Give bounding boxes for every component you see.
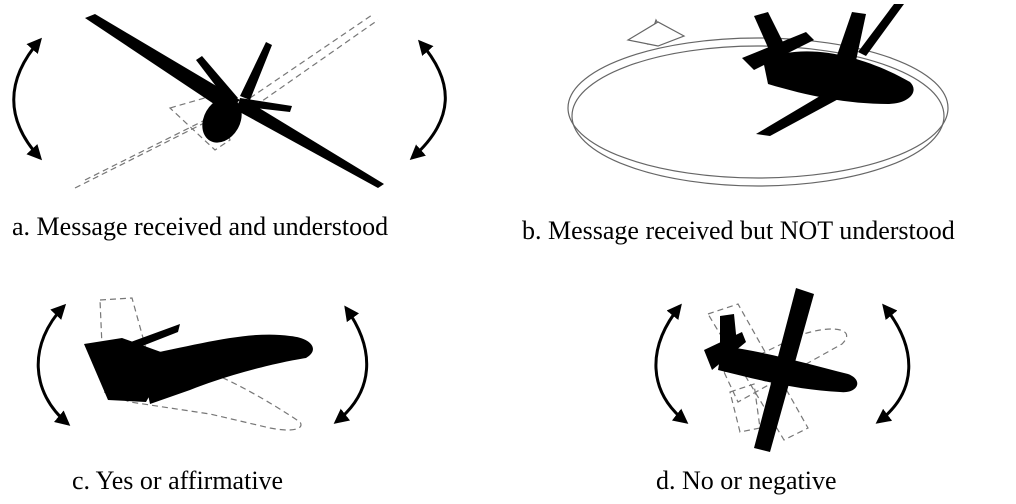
yaw-arrow-left [656, 306, 686, 422]
caption-message-received-understood: a. Message received and understood [12, 212, 388, 242]
caption-yes-affirmative: c. Yes or affirmative [72, 466, 283, 496]
aircraft-pitching-illustration [0, 252, 500, 462]
caption-message-received-not-understood: b. Message received but NOT understood [522, 216, 955, 246]
caption-no-negative: d. No or negative [656, 466, 837, 496]
rock-arrow-right [412, 42, 445, 158]
panel-message-received-not-understood: b. Message received but NOT understood [508, 0, 1016, 250]
aircraft-yawing-illustration [508, 252, 1016, 462]
solid-aircraft [704, 288, 857, 452]
yaw-arrow-right [878, 306, 909, 422]
pitch-arrow-left [38, 306, 68, 424]
aircraft-circling-illustration [508, 0, 1016, 210]
solid-aircraft [742, 4, 914, 136]
pitch-arrow-right [336, 308, 367, 422]
solid-aircraft [84, 324, 313, 404]
solid-aircraft [85, 14, 384, 188]
panel-message-received-understood: a. Message received and understood [0, 0, 500, 250]
aircraft-rocking-illustration [0, 0, 500, 210]
panel-yes-affirmative: c. Yes or affirmative [0, 252, 500, 504]
rock-arrow-left [14, 40, 40, 158]
panel-no-negative: d. No or negative [508, 252, 1016, 504]
circling-direction-arrow-head [628, 22, 684, 46]
